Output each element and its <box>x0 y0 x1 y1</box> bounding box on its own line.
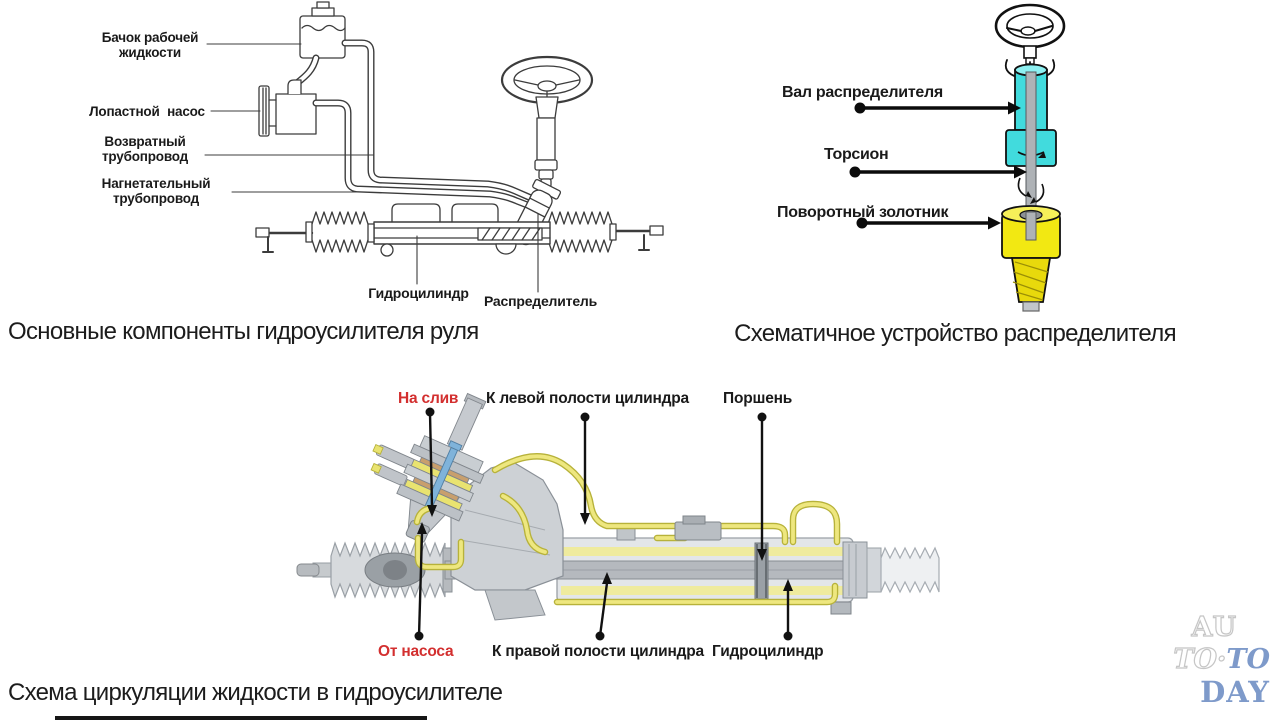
label-piston: Поршень <box>723 390 793 407</box>
tie-rod-end-left <box>296 563 320 577</box>
steering-wheel-drawing <box>500 55 594 105</box>
caption-valve: Схематичное устройство распределителя <box>734 320 1176 347</box>
label-pump: Лопастной насос <box>89 104 205 119</box>
steering-column-drawing <box>534 96 559 188</box>
caption-components: Основные компоненты гидроусилителя руля <box>8 318 479 345</box>
component-leader-lines <box>204 43 539 293</box>
steering-rack-drawing <box>255 203 664 257</box>
fluid-reservoir-drawing <box>299 1 346 59</box>
label-from-pump: От насоса <box>378 643 454 660</box>
label-rotary-spool: Поворотный золотник <box>777 204 949 221</box>
pointer-arrows <box>849 101 1027 230</box>
label-torsion-bar: Торсион <box>824 146 889 163</box>
vane-pump-drawing <box>258 79 317 137</box>
label-pressure-pipe: Нагнетательный трубопровод <box>101 176 211 207</box>
distributor-schematic-diagram <box>849 3 1066 312</box>
mini-steering-wheel-icon <box>994 3 1066 79</box>
label-reservoir: Бачок рабочей жидкости <box>101 30 199 61</box>
torsion-bar-shape <box>1017 71 1045 215</box>
bottom-edge-bar <box>55 716 427 720</box>
circulation-leader-lines <box>414 407 793 641</box>
label-hydrocylinder: Гидроцилиндр <box>712 643 824 660</box>
valve-housing <box>450 461 564 621</box>
mounting-tab <box>616 527 636 541</box>
lower-fitting <box>830 601 852 615</box>
label-left-cavity: К левой полости цилиндра <box>486 390 689 407</box>
label-hydraulic-cylinder: Гидроцилиндр <box>368 285 469 301</box>
label-distributor: Распределитель <box>483 293 598 309</box>
suction-hose-drawing <box>293 54 320 87</box>
label-distributor-shaft: Вал распределителя <box>782 84 943 101</box>
right-bellows <box>880 546 940 594</box>
fluid-pipes <box>413 453 841 606</box>
label-right-cavity: К правой полости цилиндра <box>492 643 704 660</box>
watermark-line-toto: TO·TO <box>1173 643 1270 675</box>
label-return-pipe: Возвратный трубопровод <box>102 134 188 165</box>
pressure-pipe-drawing <box>312 99 539 212</box>
autotoday-watermark: AU TO·TO DAY <box>1168 611 1270 709</box>
cylinder-end-cap <box>842 541 868 599</box>
watermark-line-day: DAY <box>1200 675 1270 709</box>
sensor-block <box>674 515 722 541</box>
caption-circulation: Схема циркуляции жидкости в гидроусилите… <box>8 679 503 706</box>
left-cavity-fluid <box>561 547 849 556</box>
label-to-drain: На слив <box>398 390 459 407</box>
valve-stack <box>370 392 487 537</box>
right-cavity-fluid <box>561 586 849 595</box>
power-steering-components-diagram <box>204 1 664 293</box>
fluid-circulation-diagram <box>296 392 940 641</box>
rotary-spool-shape <box>1001 205 1061 312</box>
watermark-line-au: AU <box>1191 611 1237 643</box>
return-pipe-drawing <box>341 39 535 202</box>
